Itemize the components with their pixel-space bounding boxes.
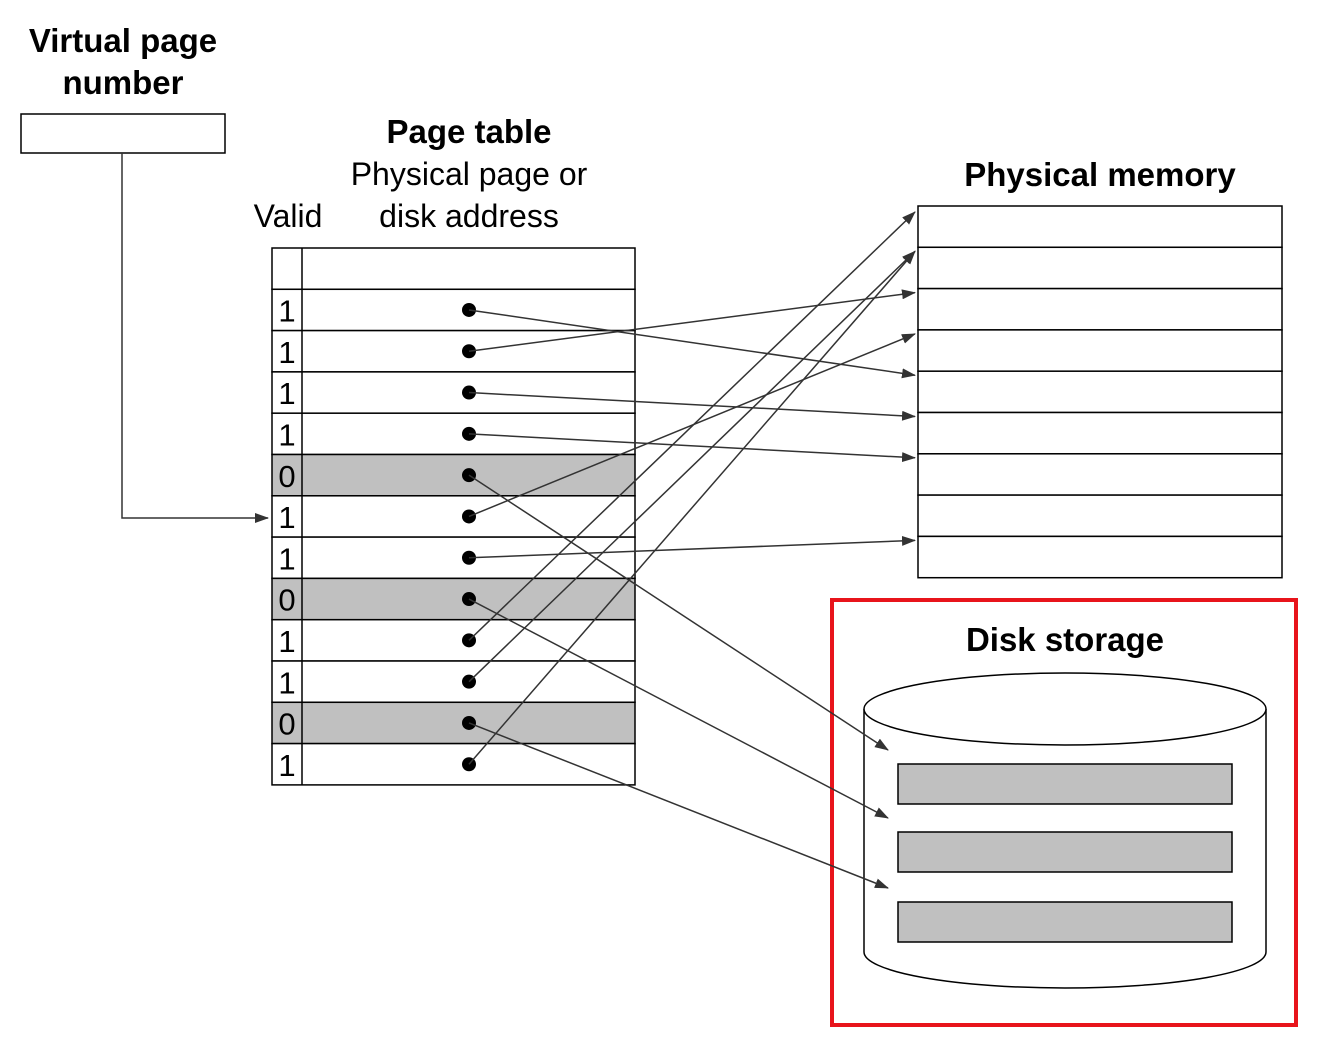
page-table-header-row [271,247,636,291]
virtual-page-number-label-line2: number [62,64,183,101]
page-table-row: 1 [271,618,636,662]
valid-bit: 1 [278,624,295,659]
disk-block [897,831,1233,873]
invalid-entry-cell [271,577,636,621]
physical-memory-slot [917,287,1283,331]
valid-column-header: Valid [254,198,323,234]
physical-page-header-line2: disk address [379,198,559,234]
disk-block [897,763,1233,805]
valid-entry-cell [271,412,636,456]
valid-entry-cell [271,742,636,786]
memory-mapping-arrow [468,391,916,421]
page-table-row: 0 [271,453,636,497]
disk-mapping-arrow [468,474,889,751]
page-table-row: 0 [271,577,636,621]
disk-blocks [897,763,1233,943]
disk-mapping-arrow [468,598,889,819]
valid-entry-cell [271,371,636,414]
physical-memory-slot [917,535,1283,579]
virtual-page-number-label-line1: Virtual page [29,22,217,59]
disk-mapping-arrow [468,722,889,889]
physical-memory-slot [917,411,1283,455]
physical-page-header-line1: Physical page or [351,156,588,192]
disk-block [897,901,1233,943]
memory-mapping-arrow [468,535,916,559]
valid-bit: 1 [278,376,295,411]
valid-entry-cell [271,288,636,332]
valid-entry-cell [271,495,636,538]
physical-memory [917,205,1283,579]
memory-mapping-arrow [468,433,916,463]
virtual-page-pointer-arrow [121,153,269,523]
physical-memory-slot [917,494,1283,538]
valid-entry-cell [271,660,636,704]
memory-mapping-arrow [468,250,916,683]
valid-bit: 1 [278,294,295,329]
physical-memory-title: Physical memory [964,156,1236,193]
disk-cylinder-top [863,672,1267,746]
valid-bit: 1 [278,541,295,576]
page-table-row: 1 [271,412,636,456]
page-table-row: 1 [271,742,636,786]
memory-mapping-arrow [468,250,916,765]
page-table-title: Page table [386,113,551,150]
valid-entry-cell [271,618,636,662]
physical-memory-slot [917,205,1283,249]
page-table-row: 1 [271,495,636,538]
valid-bit: 0 [278,459,295,494]
valid-bit: 1 [278,748,295,783]
valid-bit: 0 [278,583,295,618]
physical-memory-slot [917,246,1283,290]
page-table-row: 0 [271,701,636,745]
valid-bit: 0 [278,707,295,742]
invalid-entry-cell [271,701,636,745]
valid-bit: 1 [278,500,295,535]
page-table-row: 1 [271,371,636,414]
page-table-row: 1 [271,660,636,704]
mapping-arrows [468,211,916,889]
page-table-row: 1 [271,329,636,373]
disk-storage-title: Disk storage [966,621,1164,658]
physical-memory-slot [917,453,1283,496]
valid-bit: 1 [278,418,295,453]
valid-bit: 1 [278,665,295,700]
physical-memory-slot [917,329,1283,372]
page-table: 1 1 1 1 0 1 1 0 1 1 0 1 [271,247,636,786]
valid-entry-cell [271,536,636,580]
page-table-row: 1 [271,536,636,580]
memory-mapping-arrow [468,211,916,641]
memory-mapping-arrow [468,289,916,352]
virtual-page-number-box [20,113,226,154]
disk-storage-highlight-box [830,598,1298,1027]
physical-memory-slot [917,370,1283,414]
invalid-entry-cell [271,453,636,497]
page-table-row: 1 [271,288,636,332]
valid-bit: 1 [278,335,295,370]
